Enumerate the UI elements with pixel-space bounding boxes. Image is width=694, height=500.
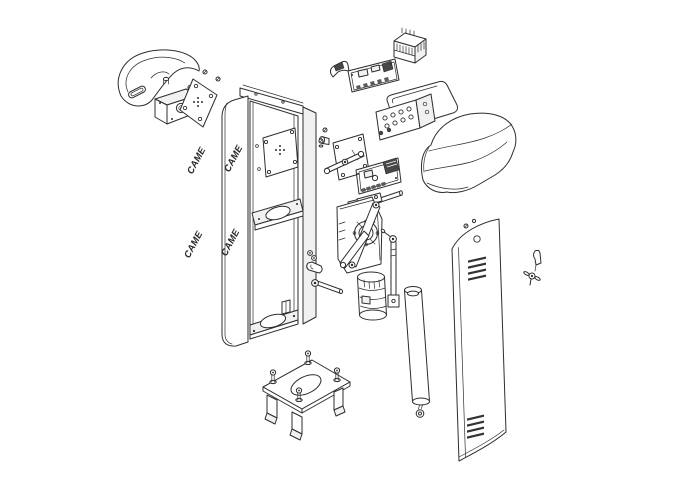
lever-arm xyxy=(339,230,370,269)
anchor-legs xyxy=(264,387,346,441)
door-vents-bottom xyxy=(467,414,484,439)
small-control-pcb xyxy=(347,58,400,93)
cable-clamp xyxy=(306,250,323,274)
tie-rod xyxy=(380,228,400,308)
head-plate-screws xyxy=(202,69,221,82)
balancing-spring xyxy=(404,286,430,418)
anchor-bolts xyxy=(269,350,341,403)
screw-small xyxy=(318,138,324,148)
came-logo-decal-2: CAME xyxy=(182,229,205,260)
rounded-head-cover xyxy=(420,112,517,194)
lamp-standoff xyxy=(162,76,170,85)
foundation-base-plate xyxy=(262,350,351,441)
head-mounting-plate xyxy=(179,78,218,128)
came-logo-decal-1: CAME xyxy=(185,145,208,176)
head-lamp-assembly xyxy=(117,49,221,128)
pivot-bolt xyxy=(311,279,343,295)
gearmotor-assembly xyxy=(336,192,387,321)
rear-door-panel xyxy=(451,218,507,462)
control-box xyxy=(375,93,436,141)
came-logo-decals: CAME CAME xyxy=(182,145,208,260)
transformer xyxy=(393,27,427,64)
fixing-hardware xyxy=(306,138,343,295)
door-lock-latch xyxy=(523,249,542,286)
cabinet-column: CAME CAME xyxy=(219,84,317,347)
main-pcb xyxy=(355,157,402,195)
fuse-holder xyxy=(329,60,350,78)
door-vents-top xyxy=(468,256,486,281)
